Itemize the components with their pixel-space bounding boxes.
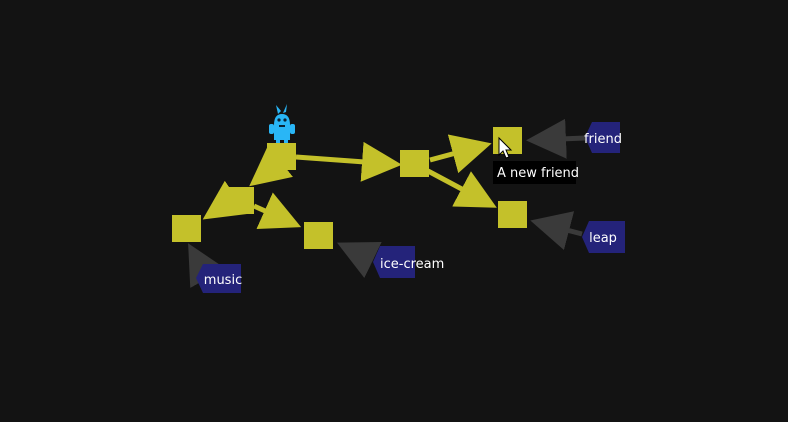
edge-c1-c4 [295,141,402,182]
commit-node[interactable] [498,201,527,228]
edge-c4-c7 [426,168,497,208]
tag-shape [373,246,415,278]
ref-edge-music [188,243,226,288]
tag-label: music [204,273,242,288]
ref-tag-music[interactable]: music [196,264,242,293]
commit-node[interactable] [400,150,429,177]
tag-label: leap [589,231,617,246]
tag-shape [582,221,625,253]
tooltip-background [493,161,576,184]
pointer-cursor-icon [498,136,513,159]
commits [172,127,527,249]
commit-node[interactable] [267,143,296,170]
ref-tag-leap[interactable]: leap [582,221,625,253]
commit-node[interactable] [304,222,333,249]
ref-tag-friend[interactable]: friend [584,122,622,153]
tooltip-text: A new friend [497,166,579,181]
edge-c2-c3 [202,180,248,220]
ref-edges [188,118,586,288]
tooltip: A new friend [493,161,579,184]
ref-edge-ice-cream [336,241,382,279]
tag-shape [585,122,620,153]
edge-c2-c5 [252,192,302,230]
tag-label: ice-cream [380,257,444,272]
commit-node[interactable] [172,215,201,242]
ref-edge-leap [530,211,583,250]
mascot-icon[interactable] [269,104,295,143]
tag-shape [196,264,241,293]
ref-tag-ice-cream[interactable]: ice-cream [373,246,444,278]
ref-edge-friend [526,118,586,159]
edge-c4-c6 [429,134,492,174]
commit-node[interactable] [225,187,254,214]
tag-label: friend [584,132,622,147]
